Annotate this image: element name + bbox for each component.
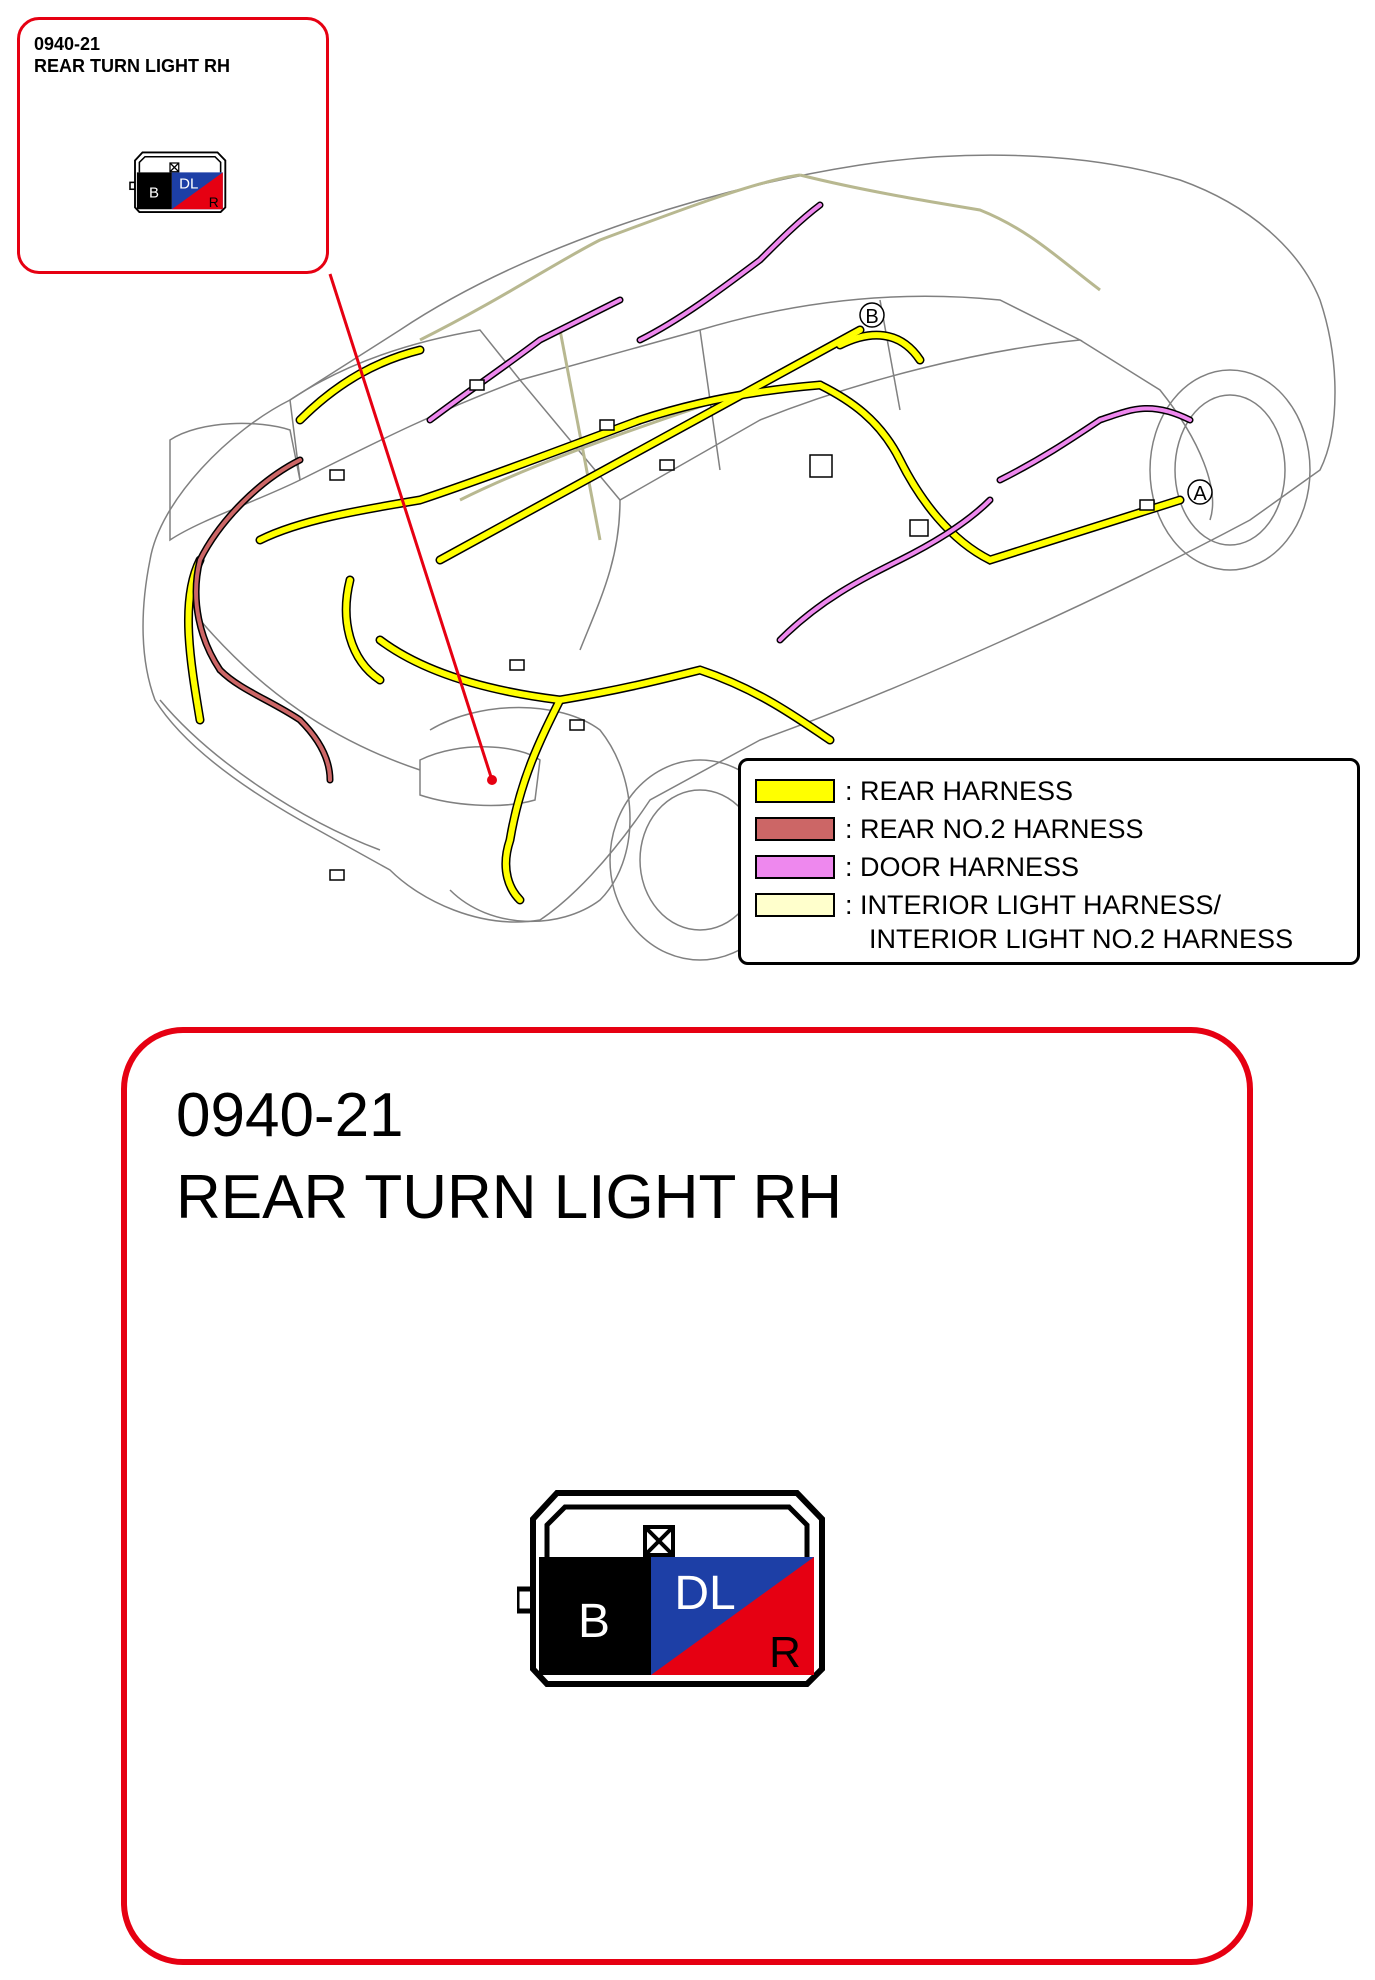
leader-line — [328, 273, 494, 781]
connector-code-large: 0940-21 — [176, 1081, 404, 1150]
rear-no2-harness-fill — [194, 458, 332, 782]
svg-text:DL: DL — [179, 176, 198, 193]
svg-text:B: B — [865, 306, 878, 328]
legend-label: : DOOR HARNESS — [845, 852, 1080, 882]
interior-light-harness-lines — [419, 173, 1101, 541]
pin-dl-label: DL — [674, 1567, 735, 1620]
legend-swatch — [755, 817, 835, 841]
connector-name-large: REAR TURN LIGHT RH — [176, 1163, 843, 1232]
connector-lock-rail — [544, 1504, 810, 1557]
marker-a: A — [1187, 479, 1213, 505]
legend-item-rear-harness: : REAR HARNESS — [755, 775, 1073, 807]
pin-b-cavity — [539, 1557, 651, 1675]
connector-callout-small: 0940-21 REAR TURN LIGHT RH B DL R — [17, 17, 329, 274]
legend-label: : REAR NO.2 HARNESS — [845, 814, 1144, 844]
legend-swatch — [755, 779, 835, 803]
connector-location-marker — [487, 775, 497, 785]
pin-r-label: R — [769, 1628, 801, 1677]
legend-swatch — [755, 893, 835, 917]
pin-r-stripe — [651, 1557, 814, 1675]
connector-name-small: REAR TURN LIGHT RH — [34, 56, 230, 76]
pin-b-label: B — [578, 1595, 610, 1648]
harness-legend: : REAR HARNESS : REAR NO.2 HARNESS : DOO… — [738, 758, 1360, 965]
legend-label: : REAR HARNESS — [845, 776, 1074, 806]
svg-text:B: B — [149, 184, 159, 201]
connector-code-small: 0940-21 — [34, 34, 101, 54]
legend-item-rear-no2-harness: : REAR NO.2 HARNESS — [755, 813, 1144, 845]
connector-callout-large: 0940-21 REAR TURN LIGHT RH B DL R — [121, 1027, 1253, 1965]
svg-text:R: R — [209, 195, 219, 210]
connector-face-large: B DL R — [517, 1490, 825, 1687]
connector-markers — [329, 379, 1155, 881]
legend-item-interior-light-harness: : INTERIOR LIGHT HARNESS/ — [755, 889, 1221, 921]
legend-swatch — [755, 855, 835, 879]
svg-text:A: A — [1193, 483, 1207, 505]
unused-cavity-marker — [643, 1525, 675, 1557]
legend-label: : INTERIOR LIGHT HARNESS/ — [845, 890, 1222, 920]
legend-label-continuation: INTERIOR LIGHT NO.2 HARNESS — [869, 924, 1294, 954]
legend-item-door-harness: : DOOR HARNESS — [755, 851, 1079, 883]
connector-icon-small: B DL R — [129, 151, 227, 213]
marker-b: B — [859, 302, 885, 328]
door-harness-fill — [428, 203, 1192, 642]
